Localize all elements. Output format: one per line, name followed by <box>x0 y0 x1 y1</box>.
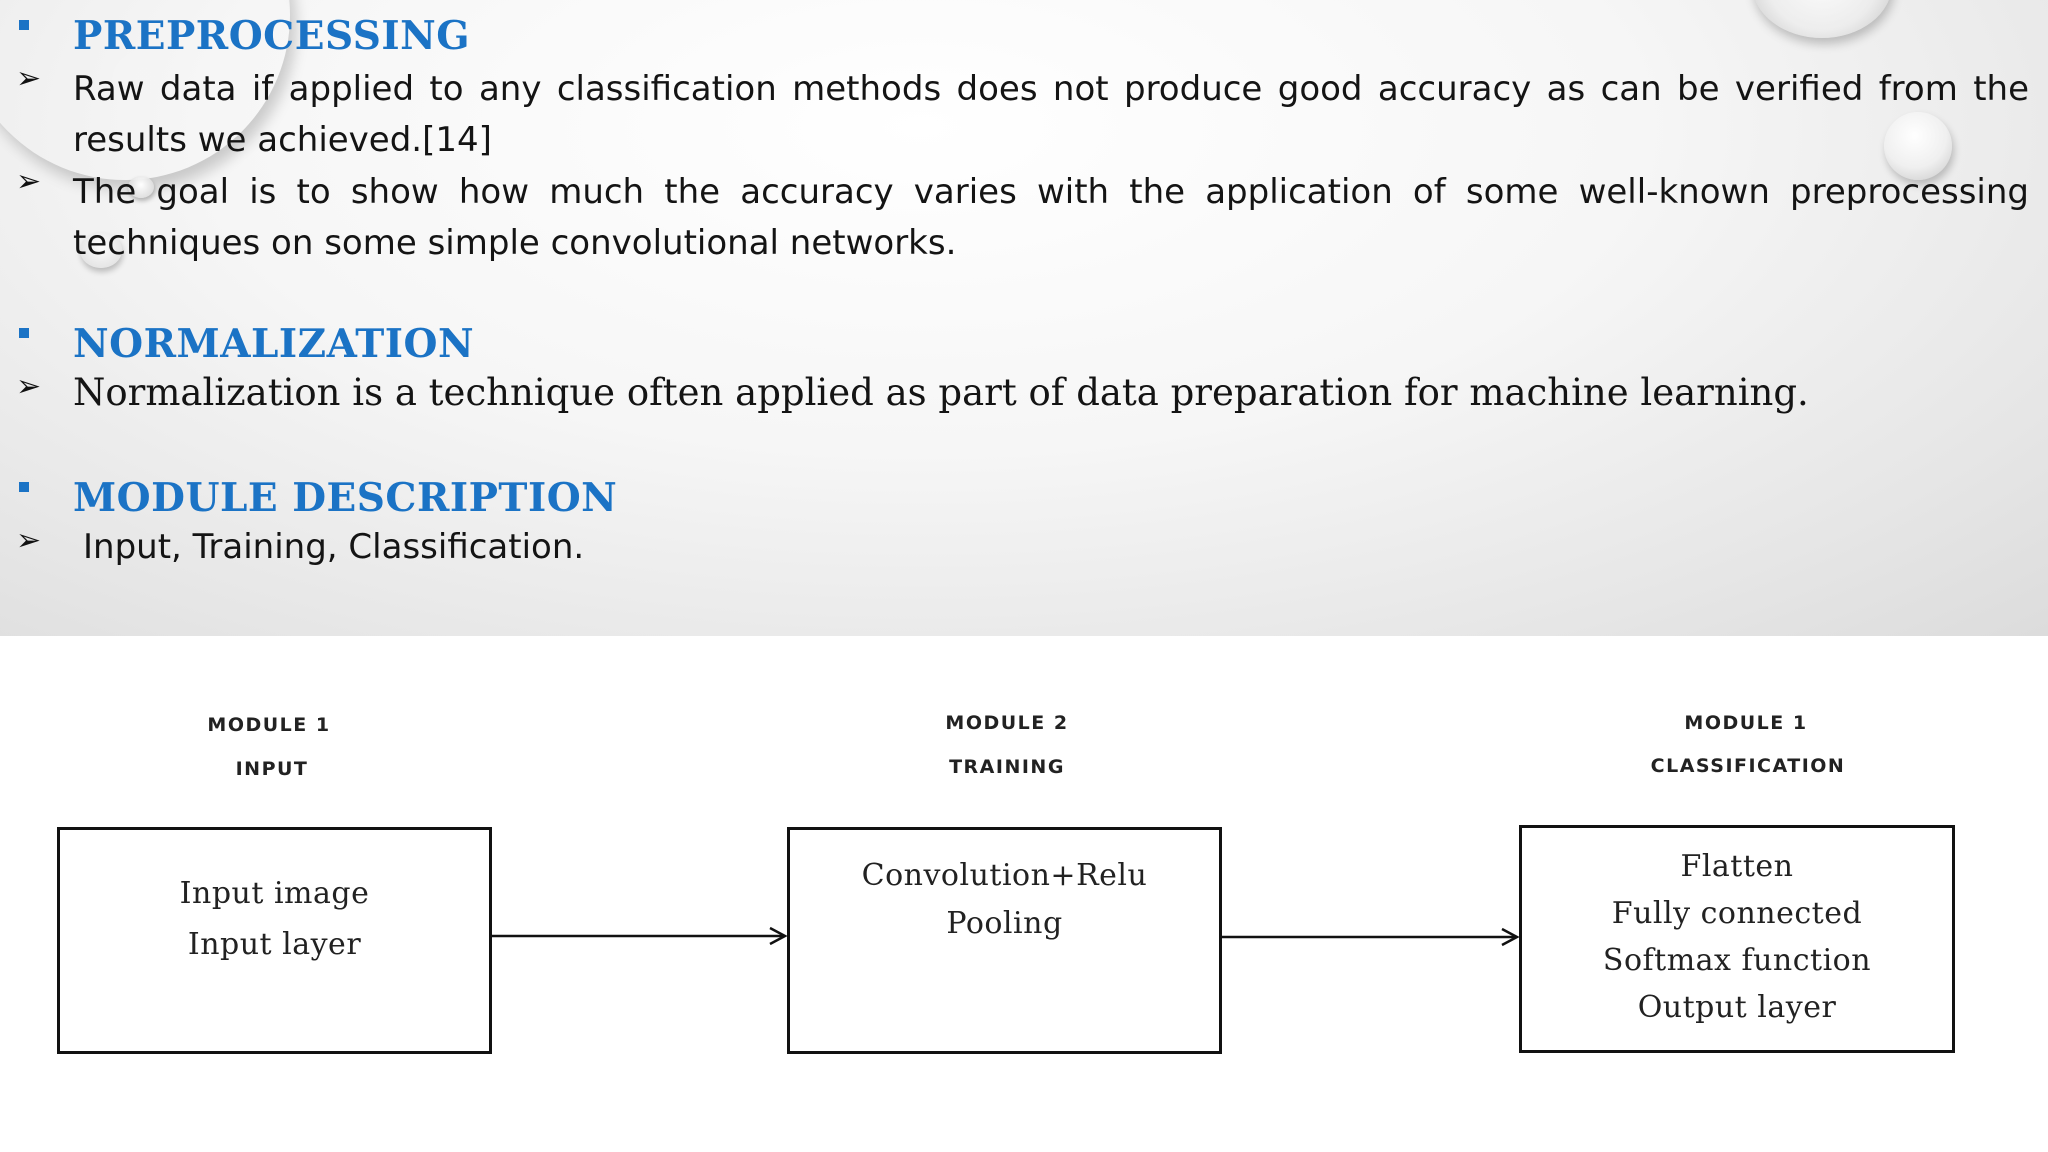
water-drop-decoration <box>80 232 122 268</box>
box-text: Input image <box>179 876 370 911</box>
module-3-label: MODULE 1 <box>1684 712 1808 734</box>
box-text: Output layer <box>1637 990 1837 1025</box>
box-text: Softmax function <box>1602 943 1872 978</box>
slide-text-area: PREPROCESSING ➢ Raw data if applied to a… <box>0 0 2048 636</box>
module-1-name: INPUT <box>235 758 309 780</box>
arrow-bullet-icon: ➢ <box>16 61 42 96</box>
module-2-label: MODULE 2 <box>945 712 1069 734</box>
module-3-name: CLASSIFICATION <box>1650 755 1846 777</box>
heading-preprocessing: PREPROCESSING <box>73 13 471 59</box>
arrow-head <box>1501 927 1520 947</box>
module-2-name: TRAINING <box>949 756 1065 778</box>
arrow-head <box>769 926 788 946</box>
water-drop-decoration <box>128 176 154 198</box>
square-bullet-icon <box>19 328 29 338</box>
heading-module-description: MODULE DESCRIPTION <box>73 475 618 521</box>
water-drop-decoration <box>1884 112 1952 180</box>
module-1-label: MODULE 1 <box>207 714 331 736</box>
square-bullet-icon <box>19 482 29 492</box>
preprocessing-point-2: The goal is to show how much the accurac… <box>73 172 2029 263</box>
classification-module-box: Flatten Fully connected Softmax function… <box>1519 825 1955 1053</box>
arrow-bullet-icon: ➢ <box>16 164 42 199</box>
preprocessing-point-1: Raw data if applied to any classificatio… <box>73 69 2029 160</box>
box-text: Input layer <box>187 927 362 962</box>
input-module-box: Input image Input layer <box>57 827 492 1054</box>
heading-normalization: NORMALIZATION <box>73 321 475 367</box>
arrow-bullet-icon: ➢ <box>16 523 42 558</box>
box-text: Pooling <box>946 906 1063 941</box>
normalization-point-1: Normalization is a technique often appli… <box>73 371 1809 414</box>
box-text: Convolution+Relu <box>861 858 1148 893</box>
box-text: Fully connected <box>1611 896 1863 931</box>
module-description-point-1: Input, Training, Classification. <box>83 527 585 567</box>
box-text: Flatten <box>1680 849 1794 884</box>
training-module-box: Convolution+Relu Pooling <box>787 827 1222 1054</box>
square-bullet-icon <box>19 20 29 30</box>
arrow-bullet-icon: ➢ <box>16 369 42 404</box>
